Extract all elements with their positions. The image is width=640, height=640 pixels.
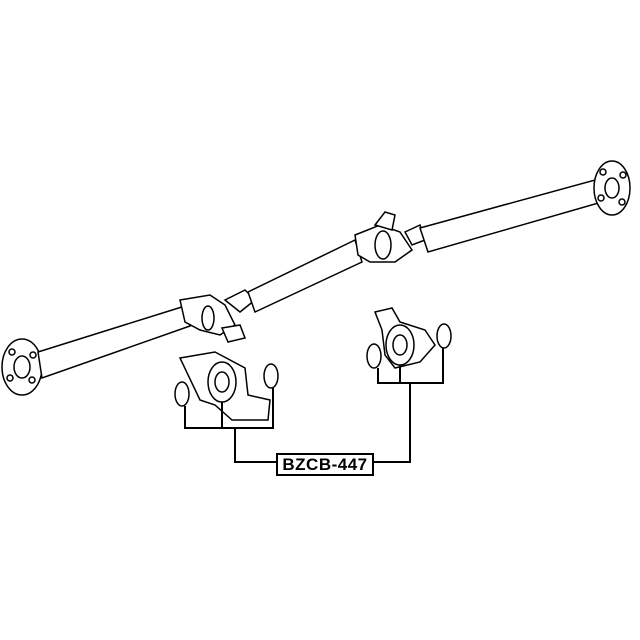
rear-center-bearing-group [366,307,452,369]
leader-lines [184,348,444,463]
right-flex-coupling [593,160,631,216]
rear-shaft-tube [419,179,603,253]
front-shaft-tube [37,305,191,380]
middle-shaft-tube [247,238,363,314]
part-number-label: BZCB-447 [276,453,374,476]
front-center-bearing-group [174,351,279,421]
front-universal-joint [179,289,257,343]
left-flex-coupling [1,338,43,396]
center-universal-joint [354,211,426,263]
